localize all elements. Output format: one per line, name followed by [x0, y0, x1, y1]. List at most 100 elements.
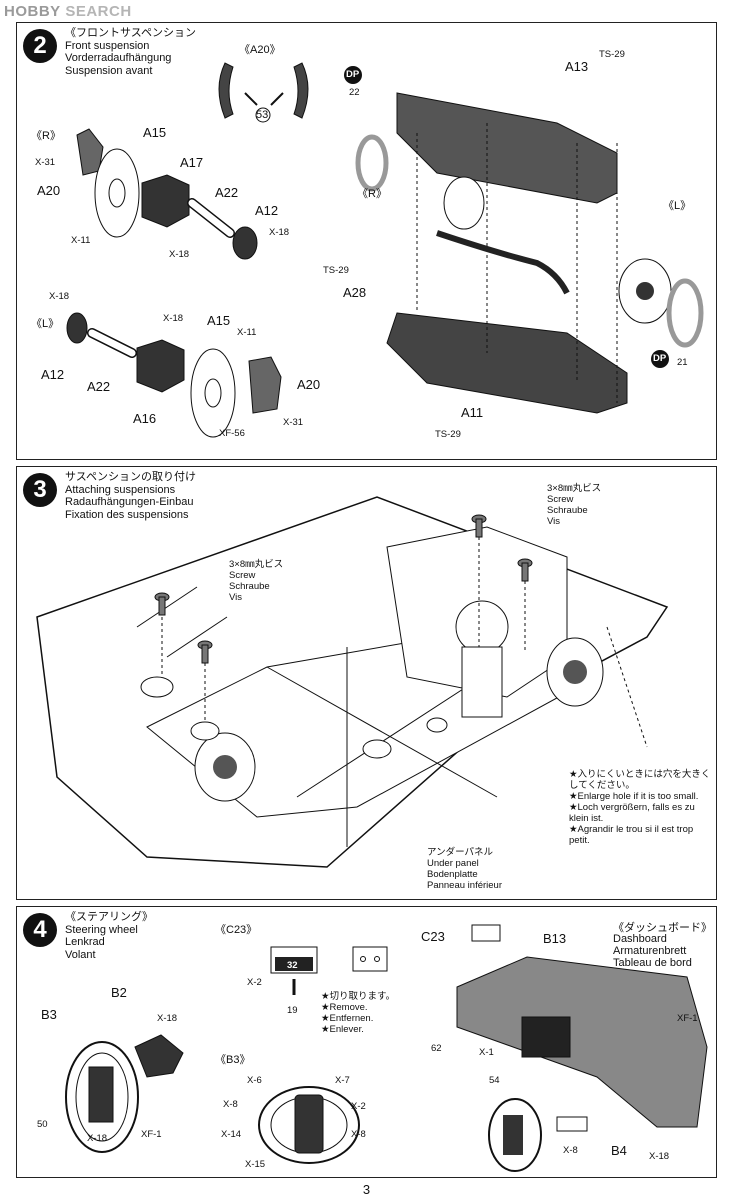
part-x2: X-2	[247, 977, 262, 988]
chassis-illustration	[36, 496, 669, 868]
part-x1: X-1	[479, 1047, 494, 1058]
part-53: 53	[256, 109, 269, 121]
enlarge-en: ★Enlarge hole if it is too small.	[569, 791, 699, 802]
title-de: Lenkrad	[65, 936, 105, 948]
screw2-fr: Vis	[547, 516, 561, 527]
title-en: Front suspension	[65, 39, 150, 52]
enlarge-de1: ★Loch vergrößern, falls es zu	[569, 802, 695, 813]
part-50: 50	[37, 1119, 48, 1130]
enlarge-hole-note: ★入りにくいときには穴を大きく してください。 ★Enlarge hole if…	[569, 769, 710, 846]
part-x31-b: X-31	[283, 417, 304, 428]
part-c23: C23	[421, 929, 445, 944]
screw1-jp: 3×8㎜丸ビス	[229, 559, 284, 570]
dp-badge: DP	[346, 69, 360, 80]
screw1-en: Screw	[229, 570, 256, 581]
sub-a20: 《A20》	[239, 44, 281, 56]
part-a20-b: A20	[297, 377, 321, 392]
part-a20: A20	[37, 183, 61, 198]
part-x8-c: X-8	[563, 1145, 578, 1156]
part-x18: X-18	[169, 249, 190, 260]
under-de: Bodenplatte	[427, 869, 478, 880]
part-xf1: XF-1	[141, 1129, 162, 1140]
part-a11: A11	[461, 405, 484, 420]
part-a22: A22	[215, 185, 239, 200]
part-x18-c: X-18	[49, 291, 70, 302]
part-x8: X-8	[223, 1099, 238, 1110]
under-en: Under panel	[427, 858, 479, 869]
remove-en: ★Remove.	[321, 1002, 368, 1013]
under-panel-note: アンダーパネル Under panel Bodenplatte Panneau …	[427, 847, 502, 891]
part-b2: B2	[111, 985, 127, 1000]
part-x8-b: X-8	[351, 1129, 366, 1140]
part-a16: A16	[133, 411, 157, 426]
step-heading: 《ステアリング》 Steering wheel Lenkrad Volant	[65, 911, 153, 961]
decal-number: 32	[287, 960, 298, 971]
step-heading: サスペンションの取り付け Attaching suspensions Radau…	[65, 471, 196, 521]
part-x11: X-11	[71, 235, 91, 246]
part-22: 22	[349, 87, 360, 98]
part-21: 21	[677, 357, 688, 368]
under-jp: アンダーパネル	[427, 847, 494, 858]
title-fr: Suspension avant	[65, 64, 153, 77]
title-de: Vorderradaufhängung	[65, 52, 172, 64]
dash-en: Dashboard	[613, 933, 667, 945]
part-a22-b: A22	[87, 379, 111, 394]
sub-l: 《L》	[31, 318, 60, 330]
enlarge-de2: klein ist.	[569, 813, 604, 824]
remove-jp: ★切り取ります。	[321, 991, 396, 1002]
part-x18-b: X-18	[269, 227, 290, 238]
part-x2-b: X-2	[351, 1101, 366, 1112]
dp-badge-2: DP	[653, 353, 667, 364]
part-x11-b: X-11	[237, 327, 257, 338]
part-x18: X-18	[157, 1013, 178, 1024]
part-xf56: XF-56	[219, 428, 245, 439]
sub-b3: 《B3》	[215, 1054, 251, 1066]
enlarge-fr1: ★Agrandir le trou si il est trop	[569, 824, 694, 835]
part-x18-d: X-18	[163, 313, 184, 324]
watermark: HOBBY SEARCH	[4, 3, 132, 20]
part-a15: A15	[143, 125, 167, 140]
part-x18-c: X-18	[649, 1151, 670, 1162]
step-4-panel: 4 《ステアリング》 Steering wheel Lenkrad Volant…	[16, 906, 717, 1178]
part-a28: A28	[343, 285, 367, 300]
title-fr: Fixation des suspensions	[65, 508, 189, 521]
part-x7: X-7	[335, 1075, 350, 1086]
remove-fr: ★Enlever.	[321, 1024, 364, 1035]
dash-jp: 《ダッシュボード》	[613, 922, 712, 934]
front-suspension-illustration	[66, 62, 704, 438]
enlarge-jp1: ★入りにくいときには穴を大きく	[569, 769, 711, 780]
title-en: Attaching suspensions	[65, 483, 176, 496]
part-19: 19	[287, 1005, 298, 1016]
page-number: 3	[362, 1182, 371, 1197]
under-fr: Panneau inférieur	[427, 880, 502, 891]
title-jp: 《フロントサスペンション	[65, 27, 197, 39]
dash-de: Armaturenbrett	[613, 945, 687, 957]
sub-r: 《R》	[31, 130, 61, 142]
part-b3: B3	[41, 1007, 57, 1022]
part-ts29: TS-29	[599, 49, 625, 60]
part-b13: B13	[543, 931, 567, 946]
steering-dashboard-illustration	[65, 924, 708, 1172]
part-xf1-b: XF-1	[677, 1013, 698, 1024]
enlarge-jp2: してください。	[569, 780, 635, 791]
part-x31: X-31	[35, 157, 56, 168]
screw1-fr: Vis	[229, 592, 243, 603]
enlarge-fr2: petit.	[569, 835, 590, 846]
part-a13: A13	[565, 59, 589, 74]
sub-c23: 《C23》	[215, 924, 258, 936]
part-62: 62	[431, 1043, 442, 1054]
part-x15: X-15	[245, 1159, 266, 1170]
part-x18-b: X-18	[87, 1133, 108, 1144]
step-number: 2	[23, 29, 57, 63]
part-b4: B4	[611, 1143, 627, 1158]
part-ts29-c: TS-29	[435, 429, 461, 440]
screw1-de: Schraube	[229, 581, 270, 592]
step-number: 3	[23, 473, 57, 507]
dash-fr: Tableau de bord	[613, 957, 692, 969]
part-a17: A17	[180, 155, 204, 170]
screw2-jp: 3×8㎜丸ビス	[547, 483, 602, 494]
screw-note-2: 3×8㎜丸ビス Screw Schraube Vis	[547, 483, 601, 527]
part-a12-b: A12	[41, 367, 65, 382]
title-fr: Volant	[65, 948, 96, 961]
part-a12: A12	[255, 203, 279, 218]
